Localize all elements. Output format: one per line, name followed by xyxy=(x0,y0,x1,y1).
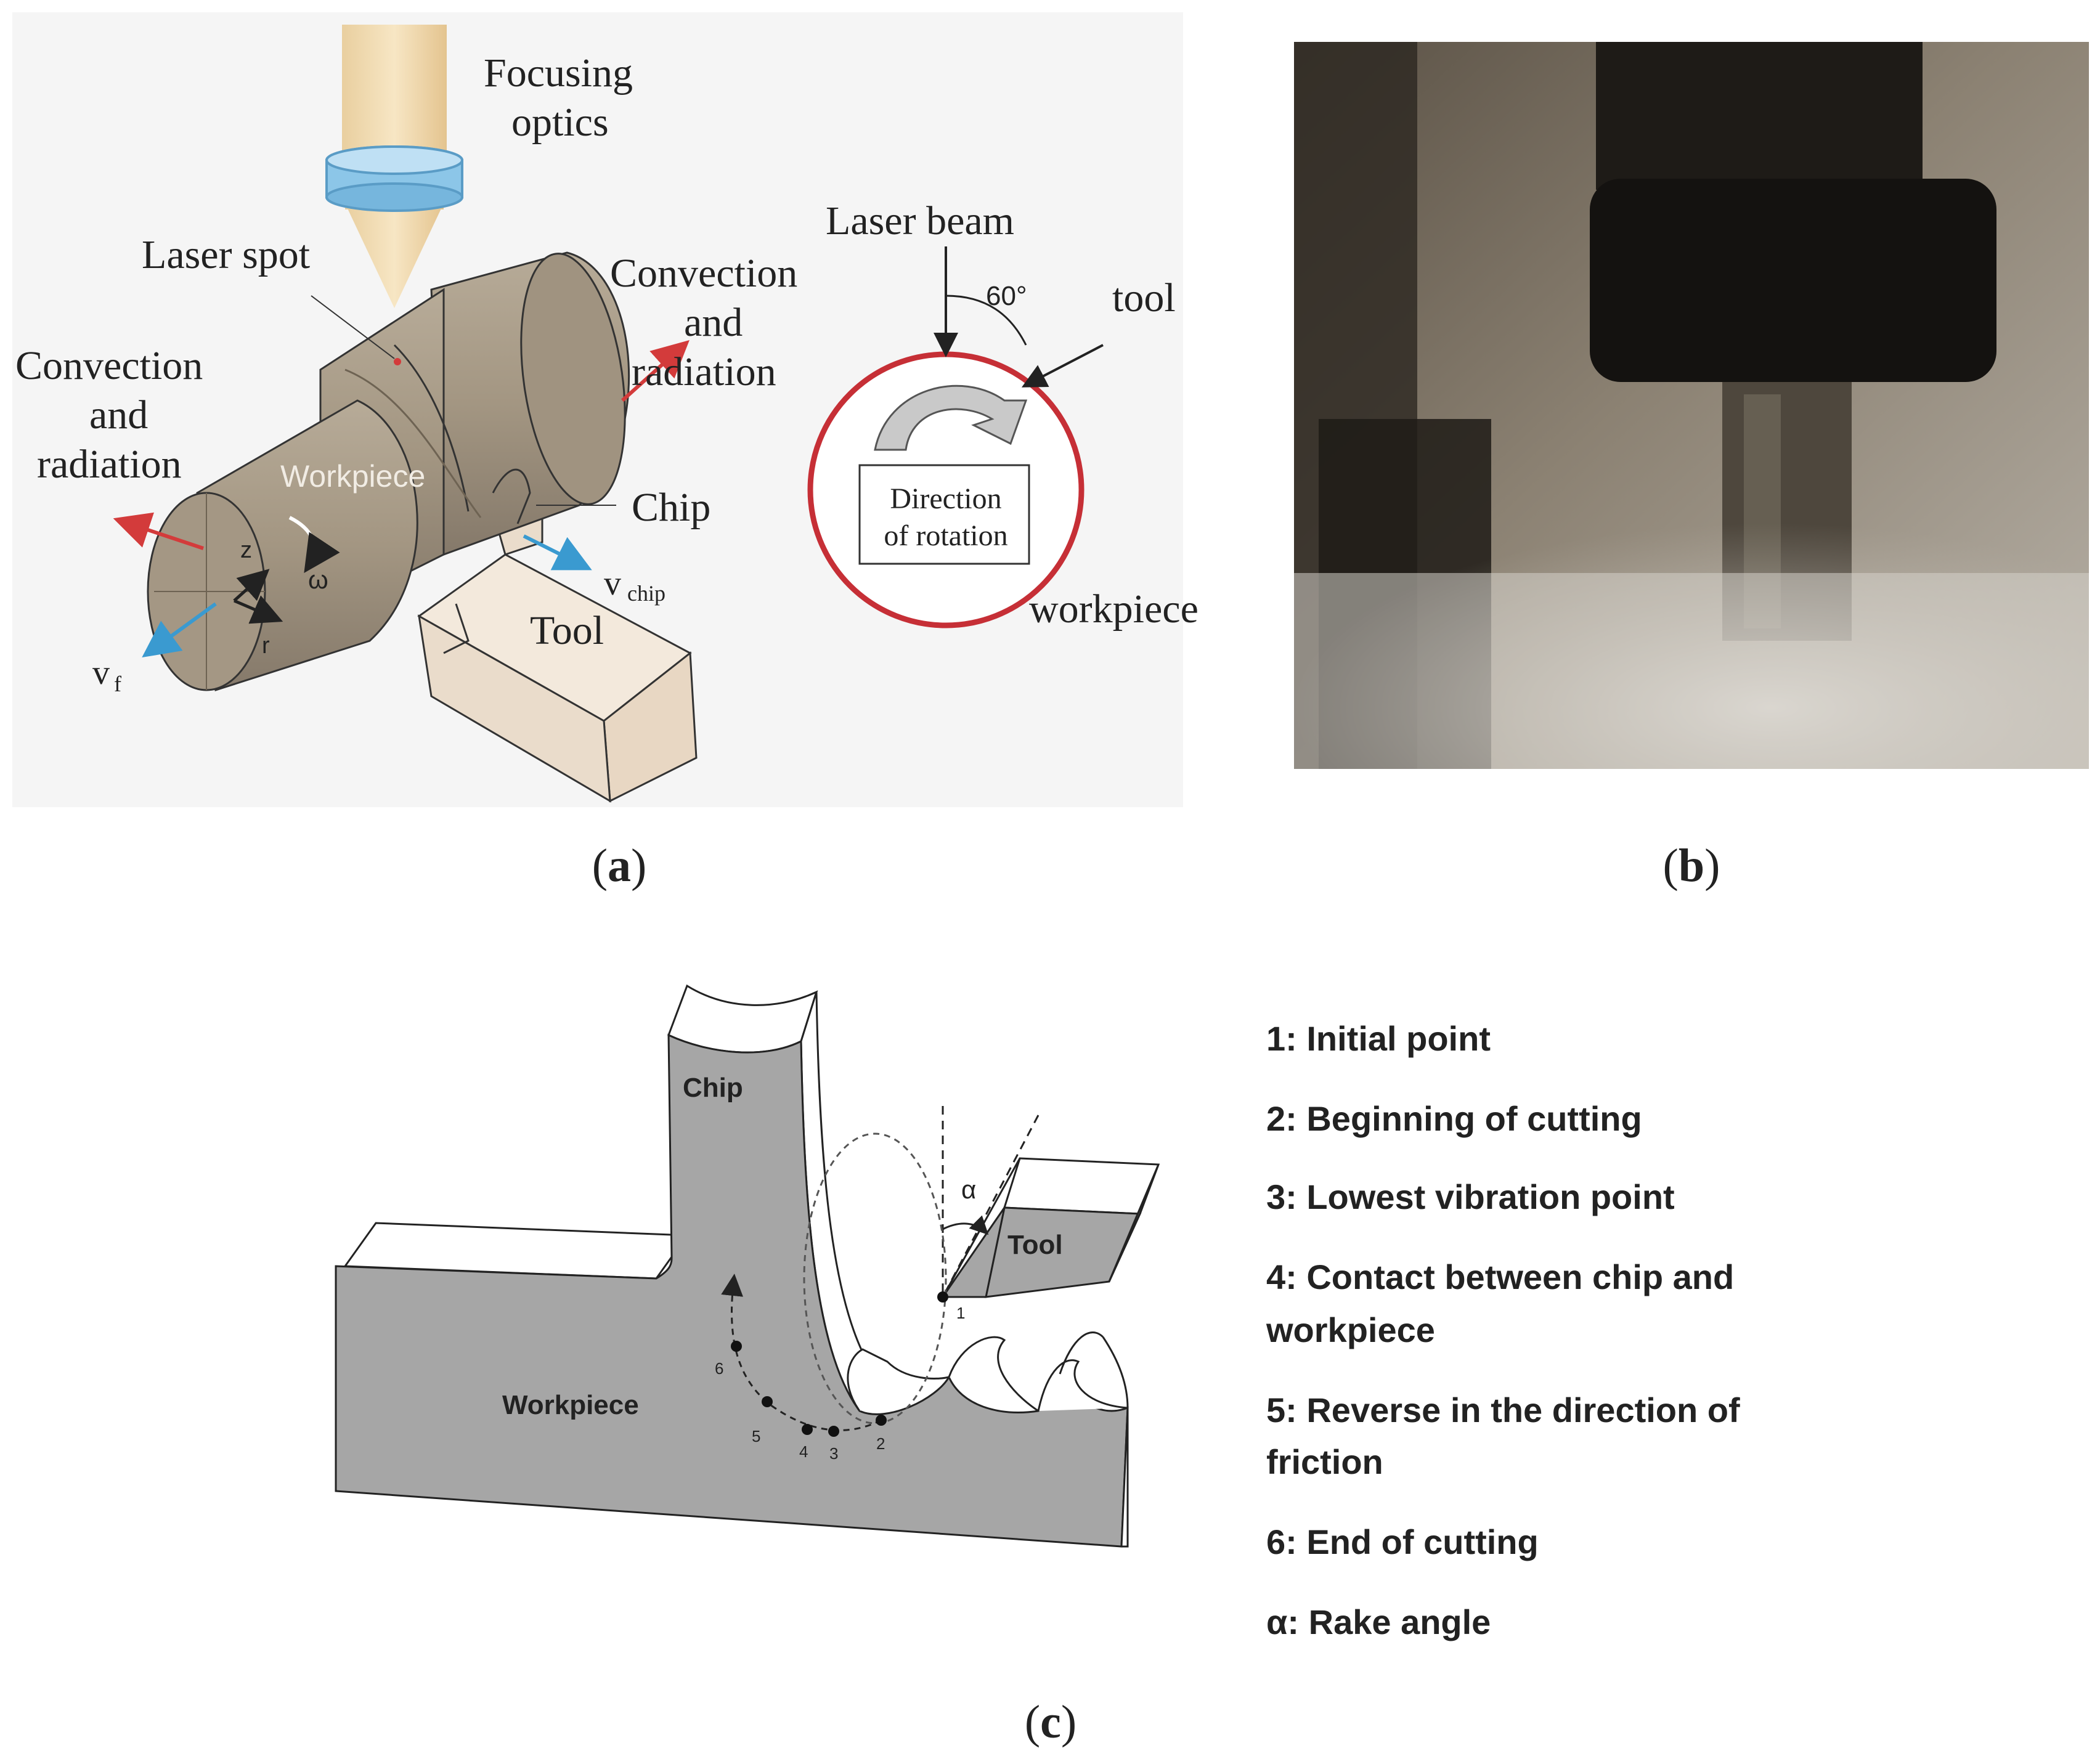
caption-c: (c) xyxy=(1025,1696,1076,1748)
convection-right-label-3: radiation xyxy=(632,349,776,394)
omega-label: ω xyxy=(308,565,328,594)
tool-block xyxy=(417,491,698,803)
point-4 xyxy=(802,1424,813,1435)
legend-item-1: 1: Initial point xyxy=(1266,1019,1491,1058)
tool-label-c: Tool xyxy=(1007,1230,1063,1260)
point-4-label: 4 xyxy=(799,1442,808,1461)
panel-a: Focusing optics Laser spot Convection an… xyxy=(12,12,1199,892)
v-f-label: v xyxy=(92,654,110,692)
tool-arrow xyxy=(1021,344,1104,388)
alpha-label: α xyxy=(961,1175,976,1204)
legend: 1: Initial point 2: Beginning of cutting… xyxy=(1266,1019,1740,1641)
caption-b: (b) xyxy=(1663,840,1720,892)
convection-arrow-left xyxy=(113,512,204,550)
direction-label-1: Direction xyxy=(890,482,1001,515)
laser-beam-label: Laser beam xyxy=(826,198,1014,243)
chip-label-a: Chip xyxy=(632,485,710,530)
legend-item-4: 4: Contact between chip and xyxy=(1266,1258,1734,1296)
legend-item-3: 3: Lowest vibration point xyxy=(1266,1177,1675,1216)
convection-right-label-1: Convection xyxy=(610,251,797,296)
panel-b-photo: (b) xyxy=(1294,42,2089,892)
angle-arc xyxy=(945,295,1027,346)
spindle-top xyxy=(1596,42,1923,190)
point-1 xyxy=(937,1291,948,1303)
rake-face-line xyxy=(942,1115,1040,1298)
point-1-label: 1 xyxy=(956,1304,965,1322)
legend-item-7: α: Rake angle xyxy=(1266,1603,1491,1641)
rake-angle-arc xyxy=(942,1215,989,1235)
panel-c: 1 2 3 4 5 6 Chip Workpiece Tool α 1: Ini… xyxy=(335,984,1740,1748)
rotation-arrow-icon xyxy=(874,384,1028,451)
angle-label: 60° xyxy=(986,281,1027,311)
legend-item-5: 5: Reverse in the direction of xyxy=(1266,1391,1740,1429)
point-3-label: 3 xyxy=(829,1444,838,1463)
tool-label-inset: tool xyxy=(1112,275,1176,320)
v-chip-label: v xyxy=(604,564,621,603)
workpiece-label-a: Workpiece xyxy=(280,459,425,494)
direction-label-2: of rotation xyxy=(884,519,1007,552)
tool-path xyxy=(721,1274,882,1431)
convection-left-label-1: Convection xyxy=(15,343,203,388)
point-6-label: 6 xyxy=(715,1359,723,1378)
legend-item-6: 6: End of cutting xyxy=(1266,1522,1539,1561)
r-axis-label: r xyxy=(262,633,270,659)
laser-spot-label: Laser spot xyxy=(142,232,310,277)
convection-arrow-right xyxy=(621,339,690,402)
focusing-optics-label-1: Focusing xyxy=(484,51,633,96)
caption-a: (a) xyxy=(592,840,647,892)
tool-holder-collet xyxy=(1590,179,1996,382)
point-6 xyxy=(731,1341,742,1352)
v-f-arrow xyxy=(142,602,217,658)
focusing-optics-icon xyxy=(325,25,463,308)
vibration-ellipse xyxy=(803,1132,947,1425)
focusing-optics-label-2: optics xyxy=(511,100,609,145)
tool-label-a: Tool xyxy=(530,608,604,653)
legend-item-4-cont: workpiece xyxy=(1266,1311,1435,1349)
legend-item-5-cont: friction xyxy=(1266,1442,1383,1481)
point-5 xyxy=(762,1396,773,1407)
convection-left-label-3: radiation xyxy=(37,442,182,487)
rotation-inset: Direction of rotation Laser beam 60° too… xyxy=(807,198,1199,632)
z-axis-label: z xyxy=(240,537,252,563)
v-chip-subscript: chip xyxy=(627,581,665,606)
point-2-label: 2 xyxy=(876,1434,885,1453)
legend-item-2: 2: Beginning of cutting xyxy=(1266,1099,1642,1138)
chip-label-c: Chip xyxy=(683,1073,743,1103)
laser-spot-marker xyxy=(394,358,401,365)
workpiece-label-inset: workpiece xyxy=(1029,587,1199,632)
v-chip-arrow xyxy=(523,534,592,571)
point-3 xyxy=(828,1426,839,1437)
workpiece-label-c: Workpiece xyxy=(502,1390,639,1420)
convection-left-label-2: and xyxy=(89,392,148,437)
v-f-subscript: f xyxy=(114,672,121,696)
convection-right-label-2: and xyxy=(684,300,743,345)
point-5-label: 5 xyxy=(752,1427,760,1445)
point-2 xyxy=(876,1415,887,1426)
direction-box xyxy=(858,464,1030,565)
